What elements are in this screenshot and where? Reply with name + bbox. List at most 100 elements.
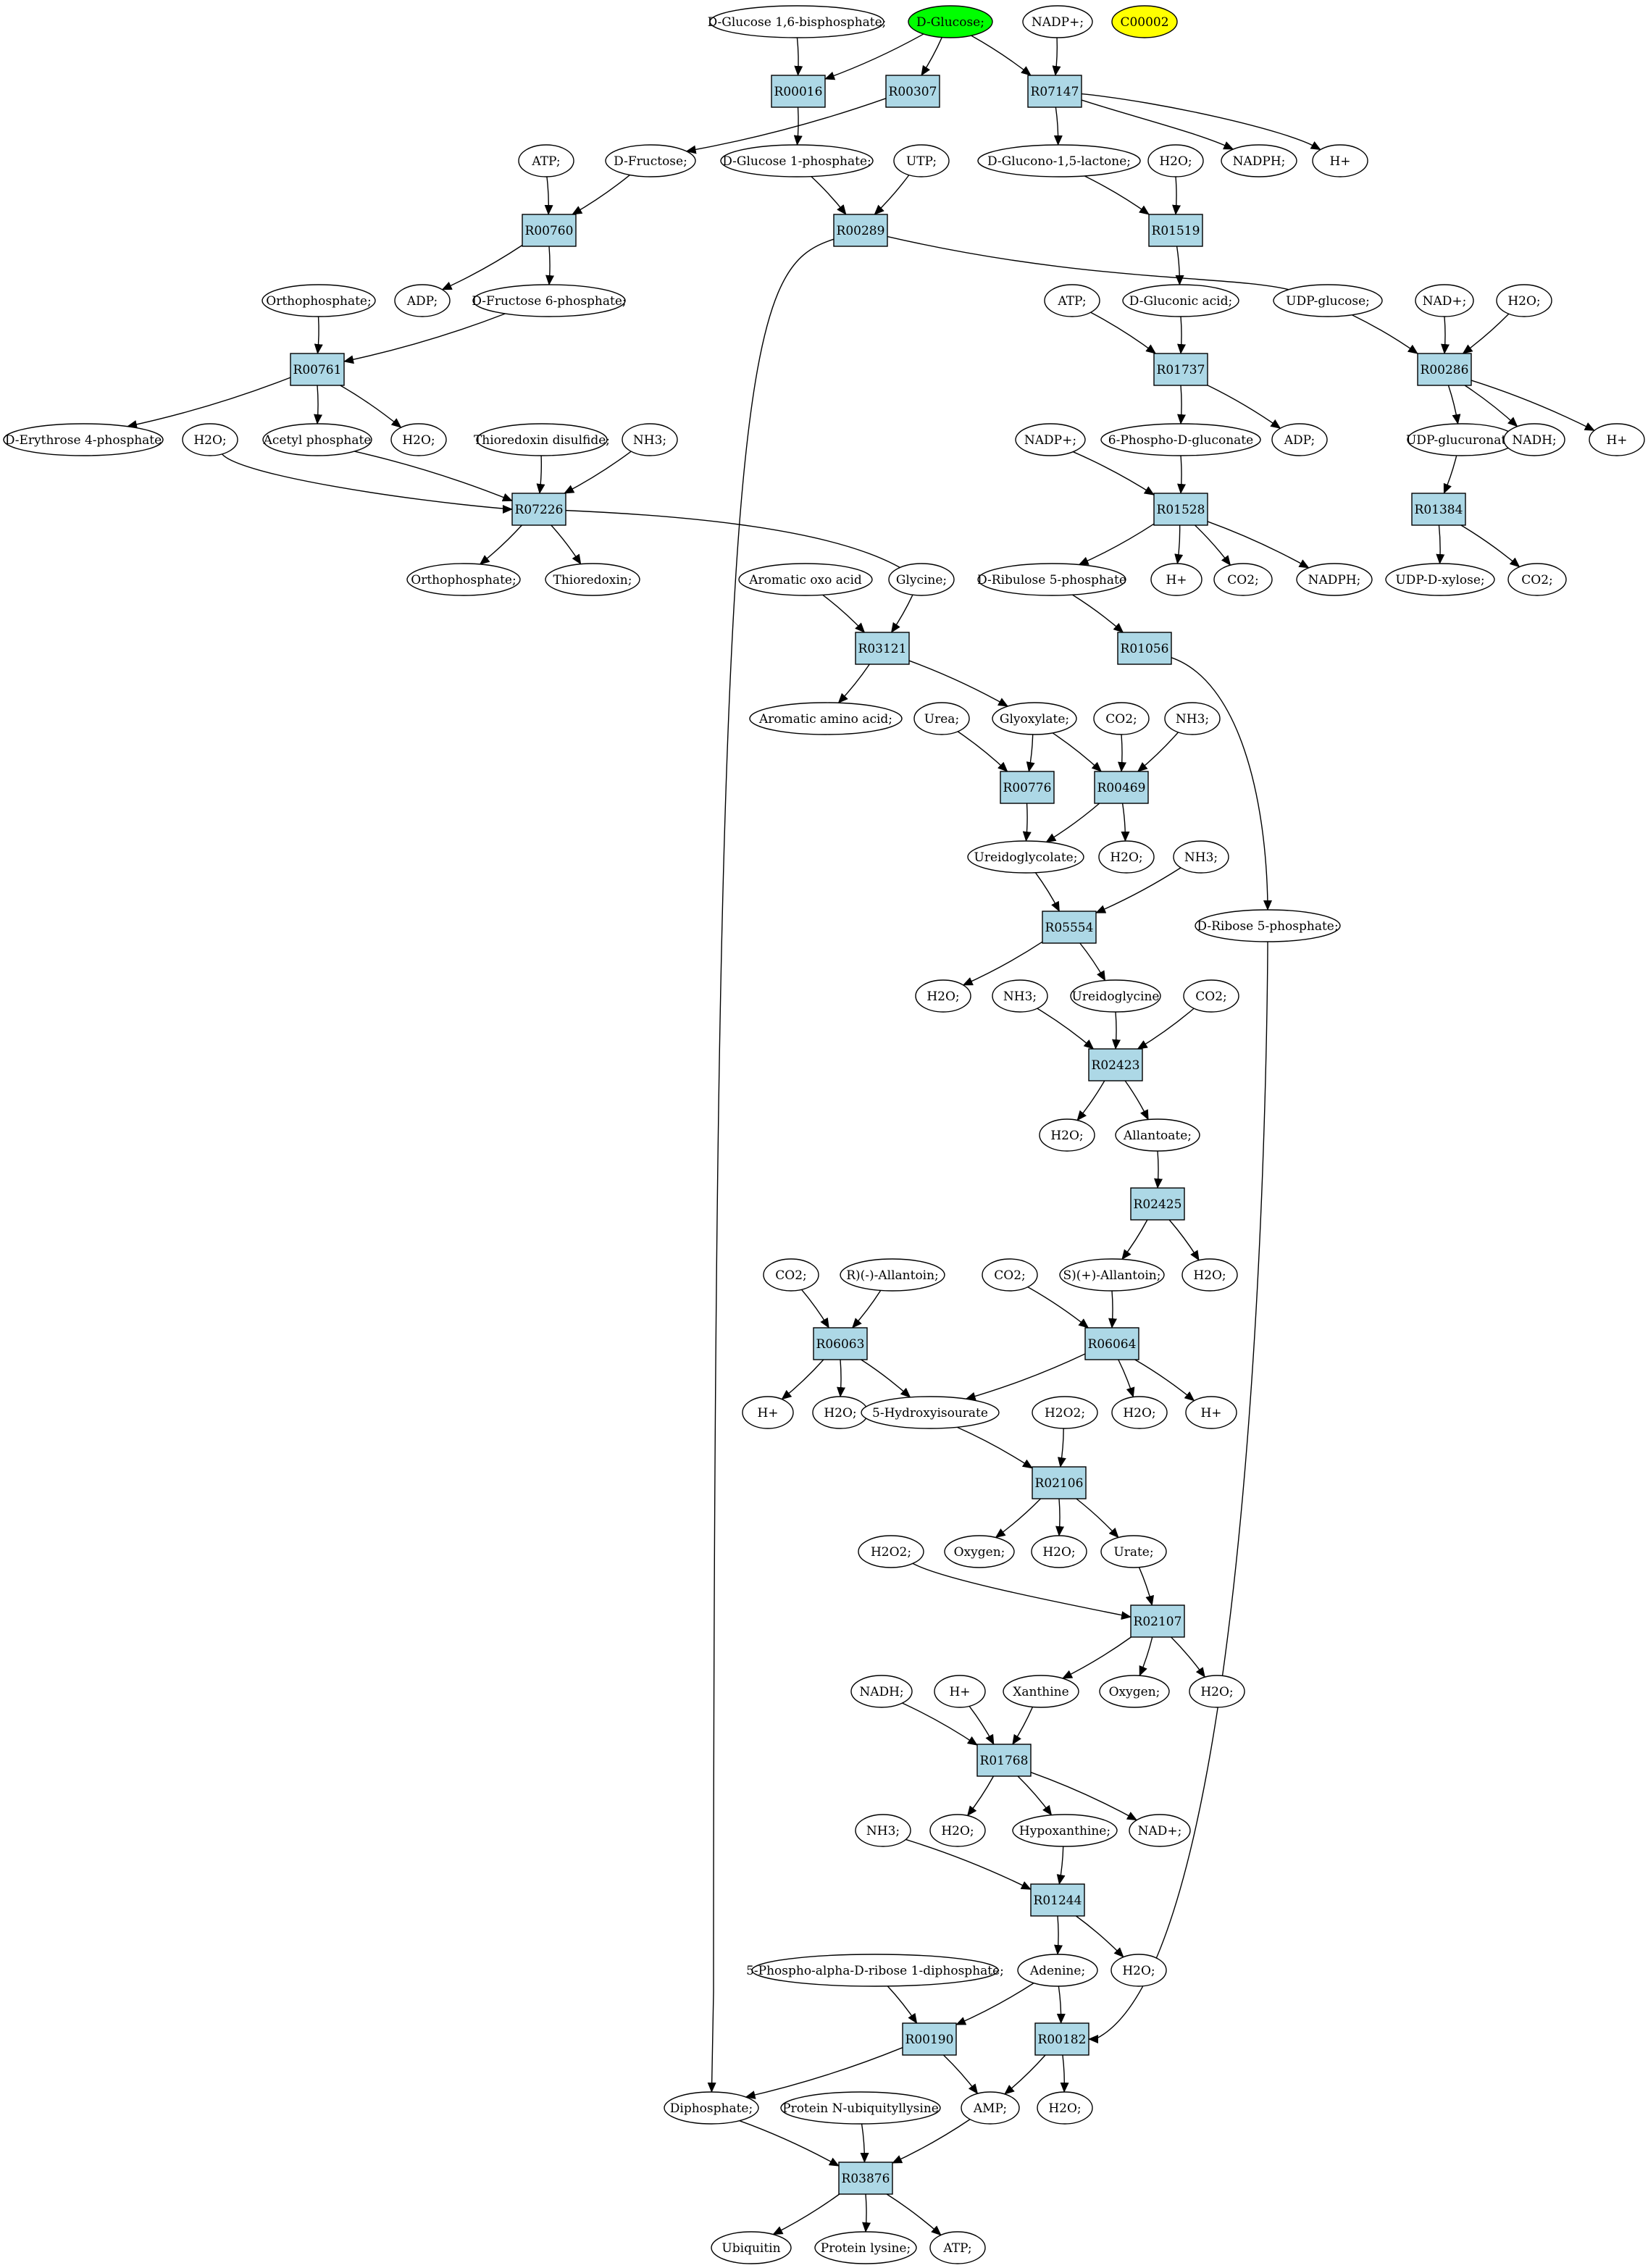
compound-node-nadph_r01528[interactable]: NADPH; xyxy=(1296,563,1373,596)
compound-node-orthoP_out[interactable]: Orthophosphate; xyxy=(406,563,521,596)
compound-node-h2o_r00761[interactable]: H2O; xyxy=(390,423,447,456)
compound-node-h2o_r01244[interactable]: H2O; xyxy=(1110,1954,1167,1987)
reaction-node-r00776[interactable]: R00776 xyxy=(1000,771,1055,804)
reaction-node-r00469[interactable]: R00469 xyxy=(1094,771,1149,804)
reaction-node-r07226[interactable]: R07226 xyxy=(511,493,566,526)
compound-node-oxygen_r02107[interactable]: Oxygen; xyxy=(1099,1675,1170,1708)
compound-node-p6gluc[interactable]: 6-Phospho-D-gluconate xyxy=(1100,423,1261,456)
compound-node-h2o_r00286[interactable]: H2O; xyxy=(1496,284,1552,317)
reaction-node-r01737[interactable]: R01737 xyxy=(1153,353,1208,386)
compound-node-adp_r01737[interactable]: ADP; xyxy=(1271,423,1328,456)
compound-node-orthoP_in[interactable]: Orthophosphate; xyxy=(262,284,376,317)
compound-node-rAllantoin[interactable]: R)(-)-Allantoin; xyxy=(840,1258,945,1292)
compound-node-h2o_r00182[interactable]: H2O; xyxy=(1037,2091,1093,2125)
compound-node-glc1p[interactable]: D-Glucose 1-phosphate; xyxy=(720,144,874,177)
compound-node-glycine[interactable]: Glycine; xyxy=(888,563,955,596)
reaction-node-r02423[interactable]: R02423 xyxy=(1088,1048,1143,1081)
compound-node-nadp_r01528[interactable]: NADP+; xyxy=(1015,423,1086,456)
reaction-node-r00190[interactable]: R00190 xyxy=(902,2022,957,2056)
compound-node-h2o_r06063[interactable]: H2O; xyxy=(812,1396,869,1429)
compound-node-glc16bp[interactable]: D-Glucose 1,6-bisphosphate; xyxy=(708,5,887,38)
reaction-node-r00761[interactable]: R00761 xyxy=(290,353,345,386)
compound-node-h2o_r01768[interactable]: H2O; xyxy=(929,1814,986,1847)
compound-node-xanthine[interactable]: Xanthine xyxy=(1003,1675,1079,1708)
reaction-node-r00307[interactable]: R00307 xyxy=(885,75,940,108)
compound-node-nh3_r01244[interactable]: NH3; xyxy=(855,1814,911,1847)
reaction-node-r06063[interactable]: R06063 xyxy=(813,1327,868,1360)
compound-node-udpglc[interactable]: UDP-glucose; xyxy=(1273,284,1383,317)
compound-node-co2_r01384[interactable]: CO2; xyxy=(1507,563,1567,596)
compound-node-h2o_r05554[interactable]: H2O; xyxy=(915,979,971,1013)
compound-node-h2o_r00469[interactable]: H2O; xyxy=(1098,840,1155,874)
reaction-node-r00016[interactable]: R00016 xyxy=(771,75,826,108)
compound-node-h2o_r06064[interactable]: H2O; xyxy=(1111,1396,1168,1429)
compound-node-hplus_r07147[interactable]: H+ xyxy=(1312,144,1368,177)
reaction-node-r00289[interactable]: R00289 xyxy=(833,214,888,247)
compound-node-co2_r06063[interactable]: CO2; xyxy=(763,1258,819,1292)
compound-node-amp[interactable]: AMP; xyxy=(961,2091,1020,2125)
compound-node-diphosphate[interactable]: Diphosphate; xyxy=(664,2091,759,2125)
compound-node-udpglcA[interactable]: UDP-glucuronate; xyxy=(1406,423,1518,456)
compound-node-nh3_r00469[interactable]: NH3; xyxy=(1164,702,1221,735)
reaction-node-r03121[interactable]: R03121 xyxy=(855,632,910,665)
compound-node-h2o2_r02107[interactable]: H2O2; xyxy=(858,1535,924,1568)
compound-node-hypoxanthine[interactable]: Hypoxanthine; xyxy=(1012,1814,1118,1847)
compound-node-thioredoxin[interactable]: Thioredoxin; xyxy=(545,563,640,596)
compound-node-atp_r03876[interactable]: ATP; xyxy=(929,2231,986,2264)
compound-node-co2_r00469[interactable]: CO2; xyxy=(1093,702,1150,735)
reaction-node-r01519[interactable]: R01519 xyxy=(1148,214,1203,247)
compound-node-nad_r01768[interactable]: NAD+; xyxy=(1129,1814,1191,1847)
compound-node-adp_r00760[interactable]: ADP; xyxy=(394,284,451,317)
compound-node-trxdis[interactable]: Thioredoxin disulfide; xyxy=(474,423,610,456)
compound-node-dfructose[interactable]: D-Fructose; xyxy=(605,144,696,177)
compound-node-co2_r02423[interactable]: CO2; xyxy=(1183,979,1239,1013)
reaction-node-r01244[interactable]: R01244 xyxy=(1030,1883,1085,1917)
compound-node-adenine[interactable]: Adenine; xyxy=(1017,1954,1098,1987)
compound-node-ureidoglycine[interactable]: Ureidoglycine xyxy=(1070,979,1161,1013)
compound-node-ubiquitin[interactable]: Ubiquitin xyxy=(711,2231,792,2264)
reaction-node-r03876[interactable]: R03876 xyxy=(838,2162,893,2195)
compound-node-hplus_r01768[interactable]: H+ xyxy=(934,1675,986,1708)
compound-node-urea[interactable]: Urea; xyxy=(913,702,970,735)
compound-node-ru5p[interactable]: D-Ribulose 5-phosphate xyxy=(977,563,1126,596)
compound-node-nh3_r02423[interactable]: NH3; xyxy=(992,979,1048,1013)
compound-node-protLys[interactable]: Protein lysine; xyxy=(814,2231,917,2264)
compound-node-r5p[interactable]: D-Ribose 5-phosphate; xyxy=(1195,909,1341,942)
compound-node-nh3_r05554[interactable]: NH3; xyxy=(1173,840,1229,874)
compound-node-h2o_r07226[interactable]: H2O; xyxy=(182,423,238,456)
reaction-node-r01768[interactable]: R01768 xyxy=(976,1744,1032,1777)
compound-node-h2o2_r02106[interactable]: H2O2; xyxy=(1032,1396,1098,1429)
reaction-node-r00182[interactable]: R00182 xyxy=(1034,2022,1089,2056)
compound-node-hydroxyisourate[interactable]: 5-Hydroxyisourate xyxy=(861,1396,1000,1429)
compound-node-nadh_r01768[interactable]: NADH; xyxy=(850,1675,913,1708)
compound-node-aromAA[interactable]: Aromatic amino acid; xyxy=(749,702,903,735)
compound-node-ureidoglycolate[interactable]: Ureidoglycolate; xyxy=(967,840,1084,874)
reaction-node-r01528[interactable]: R01528 xyxy=(1153,493,1208,526)
reaction-node-r02425[interactable]: R02425 xyxy=(1130,1187,1185,1221)
compound-node-sAllantoin[interactable]: S)(+)-Allantoin; xyxy=(1059,1258,1165,1292)
reaction-node-r01056[interactable]: R01056 xyxy=(1117,632,1172,665)
compound-node-acetylP[interactable]: Acetyl phosphate xyxy=(262,423,372,456)
compound-node-aromOxo[interactable]: Aromatic oxo acid xyxy=(738,563,873,596)
compound-node-dglucose[interactable]: D-Glucose; xyxy=(908,5,993,38)
compound-node-co2_r01528[interactable]: CO2; xyxy=(1213,563,1273,596)
compound-node-prpp[interactable]: 5-Phospho-alpha-D-ribose 1-diphosphate; xyxy=(746,1954,1004,1987)
compound-node-h2o_r02107[interactable]: H2O; xyxy=(1189,1675,1245,1708)
compound-node-hplus_r01528[interactable]: H+ xyxy=(1150,563,1202,596)
compound-node-utp[interactable]: UTP; xyxy=(893,144,950,177)
reaction-node-r02107[interactable]: R02107 xyxy=(1130,1604,1185,1638)
compound-node-nadh_r00286[interactable]: NADH; xyxy=(1503,423,1565,456)
compound-node-nadph_r07147[interactable]: NADPH; xyxy=(1221,144,1297,177)
reaction-node-r06064[interactable]: R06064 xyxy=(1084,1327,1139,1360)
compound-node-protUbLys[interactable]: Protein N-ubiquityllysine xyxy=(780,2091,941,2125)
compound-node-gluconic[interactable]: D-Gluconic acid; xyxy=(1122,284,1239,317)
reaction-node-r02106[interactable]: R02106 xyxy=(1032,1466,1087,1499)
reaction-node-r05554[interactable]: R05554 xyxy=(1042,911,1097,944)
compound-node-oxygen_r02106[interactable]: Oxygen; xyxy=(944,1535,1015,1568)
compound-node-glyoxylate[interactable]: Glyoxylate; xyxy=(992,702,1077,735)
compound-node-hplus_r00286[interactable]: H+ xyxy=(1589,423,1645,456)
compound-node-hplus_r06063[interactable]: H+ xyxy=(742,1396,794,1429)
compound-node-h2o_r01519[interactable]: H2O; xyxy=(1147,144,1204,177)
compound-node-udpxyl[interactable]: UDP-D-xylose; xyxy=(1385,563,1495,596)
compound-node-h2o_r02106[interactable]: H2O; xyxy=(1031,1535,1087,1568)
